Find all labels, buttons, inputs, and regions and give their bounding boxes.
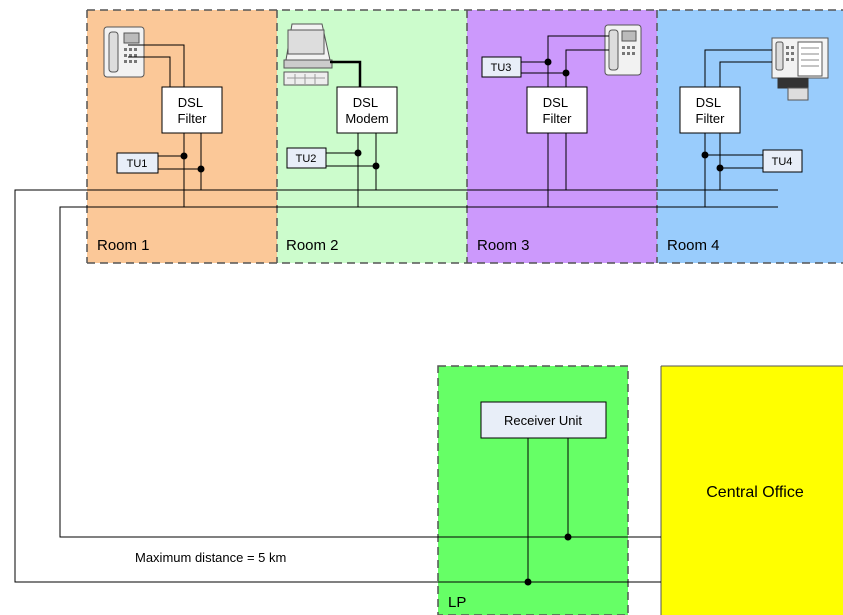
central-office-box (661, 366, 843, 615)
modem-line-1: DSL (353, 95, 378, 110)
tu3-box (481, 56, 522, 78)
dsl-filter-3 (526, 86, 588, 134)
tu1-box (116, 152, 159, 174)
room-4-label: Room 4 (667, 237, 720, 254)
filter-1-line-1: DSL (178, 95, 203, 110)
modem-line-2: Modem (345, 111, 388, 126)
dsl-filter-3-label: DSL Filter (543, 95, 573, 126)
receiver-unit-label: Receiver Unit (504, 413, 582, 428)
tu2-box (286, 147, 327, 169)
filter-1-line-2: Filter (178, 111, 208, 126)
filter-3-line-2: Filter (543, 111, 573, 126)
central-office-label: Central Office (706, 484, 804, 501)
room-1-label: Room 1 (97, 237, 150, 254)
dsl-filter-4-label: DSL Filter (696, 95, 726, 126)
computer-icon (283, 23, 333, 86)
tu3-label: TU3 (491, 62, 512, 74)
dsl-modem (336, 86, 398, 134)
dsl-modem-label: DSL Modem (345, 95, 388, 126)
dsl-filter-1 (161, 86, 223, 134)
tu4-label: TU4 (772, 156, 793, 168)
room-3-label: Room 3 (477, 237, 530, 254)
receiver-unit (480, 401, 607, 439)
tu2-label: TU2 (296, 153, 317, 165)
filter-4-line-2: Filter (696, 111, 726, 126)
room-2-label: Room 2 (286, 237, 339, 254)
telephone-icon (103, 26, 145, 78)
tu4-box (762, 149, 803, 173)
lp-label: LP (448, 594, 466, 611)
filter-4-line-1: DSL (696, 95, 721, 110)
distance-label: Maximum distance = 5 km (135, 550, 286, 565)
filter-3-line-1: DSL (543, 95, 568, 110)
telephone-icon (604, 24, 642, 76)
dsl-filter-4 (679, 86, 741, 134)
tu1-label: TU1 (127, 158, 148, 170)
fax-machine-icon (771, 37, 829, 101)
dsl-filter-1-label: DSL Filter (178, 95, 208, 126)
